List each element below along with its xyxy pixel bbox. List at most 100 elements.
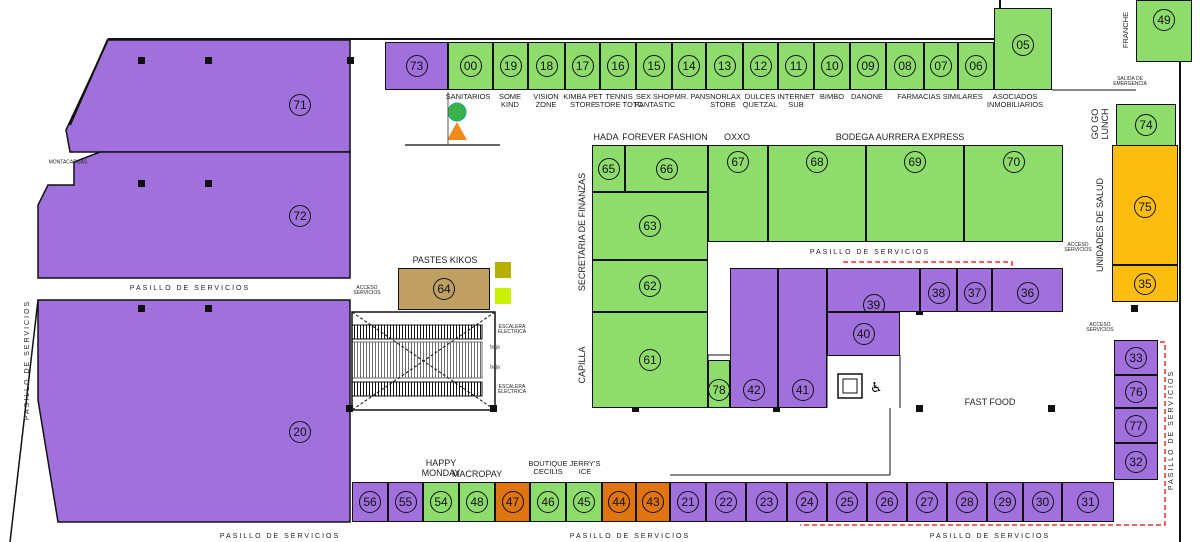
- unit-number: 46: [537, 491, 559, 513]
- store-label: DANONE: [850, 92, 884, 101]
- unit-number: 05: [1012, 34, 1034, 56]
- unit-number: 44: [608, 491, 630, 513]
- unit-number: 72: [289, 205, 311, 227]
- unit-number: 13: [713, 55, 736, 77]
- unit-number: 37: [963, 282, 986, 304]
- store-label: HADA: [593, 132, 619, 142]
- unit-number: 07: [930, 55, 952, 77]
- unit-number: 68: [806, 151, 828, 173]
- store-label: ASOCIADOS INMOBILIARIOS: [986, 92, 1044, 109]
- store-unit-23[interactable]: [746, 482, 787, 522]
- annotation-label: ACCESO SERVICIOS: [353, 285, 381, 296]
- unit-number: 12: [749, 55, 772, 77]
- unit-number: 35: [1134, 272, 1156, 295]
- store-label: UNIDADES DE SALUD: [1095, 177, 1105, 273]
- store-unit-05[interactable]: [994, 8, 1052, 90]
- unit-number: 17: [571, 55, 594, 77]
- unit-number: 24: [796, 491, 818, 513]
- unit-number: 23: [755, 491, 778, 513]
- store-label: FOREVER FASHION: [622, 132, 708, 142]
- annotation-label: SALIDA DE EMERGENCIA: [1113, 76, 1147, 87]
- unit-number: 47: [501, 491, 524, 513]
- service-hallway-label: PASILLO DE SERVICIOS: [1168, 369, 1175, 491]
- store-unit-29[interactable]: [987, 482, 1023, 522]
- unit-number: 71: [289, 94, 311, 116]
- service-hallway-label: PASILLO DE SERVICIOS: [219, 533, 341, 540]
- store-label: FAST FOOD: [964, 397, 1016, 407]
- restroom-woman-icon: [447, 122, 467, 140]
- unit-number: 40: [852, 323, 875, 345]
- store-label: FARMACIAS SIMILARES: [897, 92, 983, 101]
- unit-number: 75: [1134, 196, 1156, 218]
- store-label: INTERNET SUB: [777, 92, 815, 109]
- wall: [69, 38, 109, 126]
- store-unit-32[interactable]: [1114, 443, 1158, 480]
- unit-number: 27: [916, 491, 938, 513]
- annotation-label: ACCESO SERVICIOS: [1086, 322, 1114, 333]
- store-unit-15[interactable]: [636, 42, 672, 90]
- store-label: TENNIS STORE TOTO: [594, 92, 644, 109]
- service-hallway-label: PASILLO DE SERVICIOS: [24, 299, 31, 421]
- unit-number: 67: [727, 151, 749, 173]
- store-label: FRANCHE: [1121, 11, 1130, 49]
- annotation-label: ACCESO SERVICIOS: [1064, 242, 1092, 253]
- store-unit-28[interactable]: [947, 482, 987, 522]
- unit-number: 49: [1153, 9, 1175, 31]
- unit-number: 32: [1125, 450, 1147, 473]
- store-label: MACROPAY: [451, 469, 503, 479]
- wall: [670, 354, 901, 476]
- unit-number: 28: [956, 491, 978, 513]
- unit-number: 09: [857, 55, 879, 77]
- store-label: SOME KIND: [498, 92, 522, 109]
- unit-number: 25: [836, 491, 858, 513]
- store-label: DULCES QUETZAL: [742, 92, 778, 109]
- unit-number: 66: [655, 157, 678, 180]
- unit-number: 21: [677, 491, 699, 513]
- restroom-man-icon: [447, 102, 467, 122]
- store-unit-20[interactable]: [37, 299, 351, 523]
- unit-number: 74: [1135, 114, 1157, 136]
- store-label: HAPPY MONDAY: [421, 458, 461, 478]
- store-label: PASTES KIKOS: [412, 255, 478, 265]
- service-hallway-label: PASILLO DE SERVICIOS: [129, 285, 251, 292]
- unit-number: 78: [708, 379, 730, 401]
- unit-number: 29: [994, 491, 1016, 513]
- unit-number: 64: [433, 278, 455, 300]
- unit-number: 55: [394, 491, 417, 513]
- store-label: SANITARIOS: [445, 92, 491, 101]
- annotation-label: baja: [490, 344, 500, 351]
- store-unit-72[interactable]: [37, 151, 351, 279]
- store-label: SEX SHOP FANTASTIC: [634, 92, 676, 109]
- store-unit-67[interactable]: [708, 145, 768, 242]
- store-label: SECRETARIA DE FINANZAS: [577, 172, 587, 292]
- store-label: SNORLAX STORE: [705, 92, 741, 109]
- unit-number: 73: [405, 55, 428, 77]
- unit-number: 33: [1125, 346, 1147, 369]
- unit-number: 10: [821, 55, 843, 77]
- store-label: BIMBO: [819, 92, 845, 101]
- store-unit-39[interactable]: [827, 268, 920, 312]
- unit-number: 69: [904, 151, 926, 173]
- store-label: OXXO: [723, 132, 751, 142]
- unit-number: 19: [499, 55, 522, 77]
- service-route-dashed: [800, 341, 1166, 526]
- unit-number: 70: [1002, 151, 1025, 173]
- service-hallway-label: PASILLO DE SERVICIOS: [929, 533, 1051, 540]
- unit-number: 41: [791, 379, 814, 401]
- unit-number: 48: [466, 491, 488, 513]
- unit-number: 62: [639, 275, 661, 297]
- escalator[interactable]: [351, 311, 496, 411]
- unit-number: 76: [1125, 380, 1147, 403]
- service-hallway-label: PASILLO DE SERVICIOS: [569, 533, 691, 540]
- store-label: KIMBA PET STORE: [563, 92, 603, 109]
- service-route-dashed: [843, 261, 1013, 268]
- wall: [9, 299, 39, 542]
- unit-number: 16: [607, 55, 629, 77]
- store-label: BOUTIQUE CECILIS: [528, 459, 568, 476]
- service-hallway-label: PASILLO DE SERVICIOS: [809, 249, 931, 256]
- annotation-label: ESCALERA ELECTRICA: [497, 324, 527, 335]
- unit-number: 14: [678, 55, 700, 77]
- unit-number: 38: [927, 282, 950, 304]
- store-label: MR. PAN: [674, 92, 706, 101]
